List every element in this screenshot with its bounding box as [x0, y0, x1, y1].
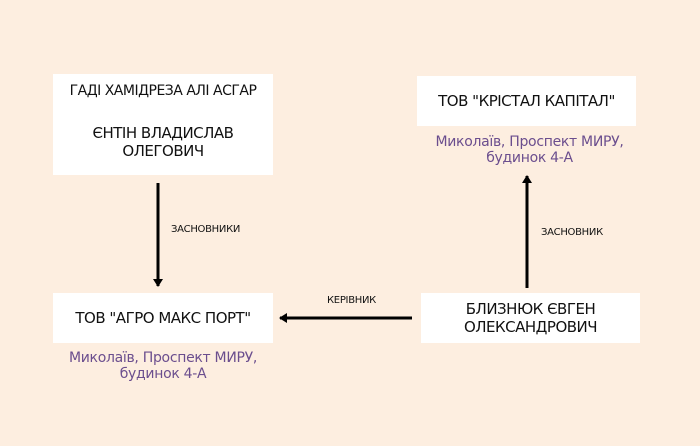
node-kristal: ТОВ "КРІСТАЛ КАПІТАЛ" [417, 76, 636, 126]
kristal-name: ТОВ "КРІСТАЛ КАПІТАЛ" [438, 92, 615, 110]
node-agro: ТОВ "АГРО МАКС ПОРТ" [53, 293, 273, 343]
node-blyzniuk: БЛИЗНЮК ЄВГЕН ОЛЕКСАНДРОВИЧ [421, 293, 640, 343]
edge-label-director: КЕРІВНИК [327, 295, 376, 306]
founder-name-2: ЄНТІН ВЛАДИСЛАВ ОЛЕГОВИЧ [92, 124, 234, 160]
agro-name: ТОВ "АГРО МАКС ПОРТ" [75, 309, 251, 327]
founder-name-1: ГАДІ ХАМІДРЕЗА АЛІ АСГАР [69, 83, 257, 99]
agro-address: Миколаїв, Проспект МИРУ, будинок 4-А [68, 350, 258, 382]
edge-label-founder: ЗАСНОВНИК [541, 227, 603, 238]
node-founders: ГАДІ ХАМІДРЕЗА АЛІ АСГАР ЄНТІН ВЛАДИСЛАВ… [53, 74, 273, 175]
blyzniuk-name: БЛИЗНЮК ЄВГЕН ОЛЕКСАНДРОВИЧ [463, 300, 598, 336]
kristal-address: Миколаїв, Проспект МИРУ, будинок 4-А [435, 134, 624, 166]
edge-label-founders: ЗАСНОВНИКИ [171, 224, 241, 235]
